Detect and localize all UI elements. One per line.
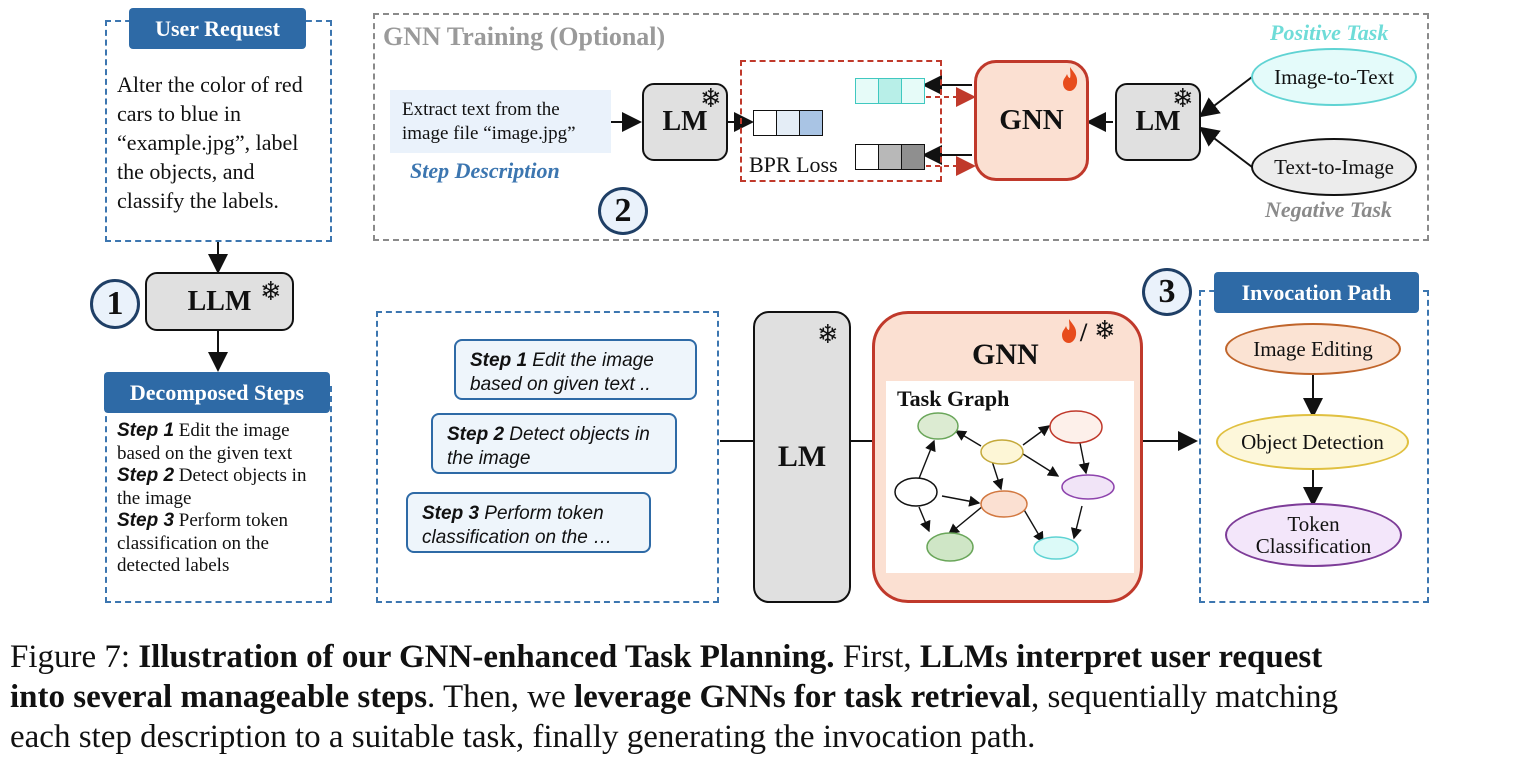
gnn-training-title: GNN Training (Optional) xyxy=(383,22,666,51)
negative-embedding xyxy=(855,144,925,170)
decomposed-step-item: Step 1 Edit the image based on the given… xyxy=(117,420,293,464)
gnn-training-box: GNN xyxy=(974,60,1089,181)
lm-right-label: LM xyxy=(1135,106,1181,137)
lm-inference-label: LM xyxy=(777,440,827,473)
trainable-flame-icon xyxy=(1060,318,1078,348)
figure-caption-line-2: into several manageable steps. Then, we … xyxy=(10,679,1338,715)
lm-left-box: LM xyxy=(642,83,728,161)
negative-task-text: Text-to-Image xyxy=(1274,155,1394,179)
user-request-header: User Request xyxy=(129,8,306,49)
lm-right-box: LM xyxy=(1115,83,1201,161)
decomposed-step-item: Step 2 Detect objects in the image xyxy=(117,465,307,509)
invocation-path-header: Invocation Path xyxy=(1214,272,1419,313)
frozen-snowflake-icon: ❄ xyxy=(260,277,282,307)
step-number-1: 1 xyxy=(90,279,140,329)
lm-left-label: LM xyxy=(662,106,708,137)
bpr-loss-label: BPR Loss xyxy=(749,152,838,177)
step-description-text: Extract text from the image file “image.… xyxy=(402,99,576,144)
llm-label: LLM xyxy=(187,285,252,317)
decomposed-steps-header: Decomposed Steps xyxy=(104,372,330,413)
figure-caption-line-3: each step description to a suitable task… xyxy=(10,719,1036,755)
inference-step-card: Step 2 Detect objects in the image xyxy=(431,413,677,474)
frozen-snowflake-icon: ❄ xyxy=(1094,316,1116,346)
step-description-label: Step Description xyxy=(410,158,560,183)
frozen-snowflake-icon: ❄ xyxy=(700,84,722,114)
inference-steps-panel xyxy=(376,311,719,603)
graph-node xyxy=(917,412,959,440)
frozen-snowflake-icon: ❄ xyxy=(817,320,839,350)
positive-task-text: Image-to-Text xyxy=(1274,65,1394,89)
task-graph xyxy=(894,410,1115,562)
gnn-training-panel xyxy=(373,13,1429,241)
step-number-2: 2 xyxy=(598,187,648,235)
gnn-training-label: GNN xyxy=(999,104,1064,136)
step-number-3: 3 xyxy=(1142,268,1192,316)
llm-box: LLM xyxy=(145,272,294,331)
graph-node xyxy=(894,477,938,507)
decomposed-step-item: Step 3 Perform token classification on t… xyxy=(117,510,289,576)
inference-step-card: Step 1 Edit the image based on given tex… xyxy=(454,339,697,400)
positive-embedding xyxy=(855,78,925,104)
bpr-loss-region xyxy=(740,60,942,182)
figure-caption-line-1: Figure 7: Illustration of our GNN-enhanc… xyxy=(10,639,1323,675)
graph-node xyxy=(980,490,1028,518)
query-embedding xyxy=(753,110,823,136)
user-request-text: Alter the color of red cars to blue in “… xyxy=(117,72,303,213)
invocation-item: Token Classification xyxy=(1225,503,1402,567)
positive-task-label: Positive Task xyxy=(1270,20,1389,45)
invocation-item: Object Detection xyxy=(1216,414,1409,470)
task-graph-title: Task Graph xyxy=(897,386,1010,411)
lm-inference-box: LM xyxy=(753,311,851,603)
gnn-inference-label: GNN xyxy=(972,338,1039,371)
negative-task-ellipse: Text-to-Image xyxy=(1251,138,1417,196)
graph-node xyxy=(926,532,974,562)
inference-step-card: Step 3 Perform token classification on t… xyxy=(406,492,651,553)
decomposed-steps-list: Step 1 Edit the image based on the given… xyxy=(117,420,329,578)
graph-node xyxy=(1049,410,1103,444)
flame-snow-slash: / xyxy=(1080,318,1088,347)
graph-node xyxy=(1061,474,1115,500)
trainable-flame-icon xyxy=(1061,66,1079,96)
negative-task-label: Negative Task xyxy=(1265,197,1392,222)
graph-node xyxy=(1033,536,1079,560)
step-description-box xyxy=(390,90,611,153)
positive-task-ellipse: Image-to-Text xyxy=(1251,48,1417,106)
frozen-snowflake-icon: ❄ xyxy=(1172,84,1194,114)
caption-bold-a: LLMs interpret user request xyxy=(919,639,1323,675)
invocation-item: Image Editing xyxy=(1225,323,1401,375)
graph-node xyxy=(980,439,1024,465)
